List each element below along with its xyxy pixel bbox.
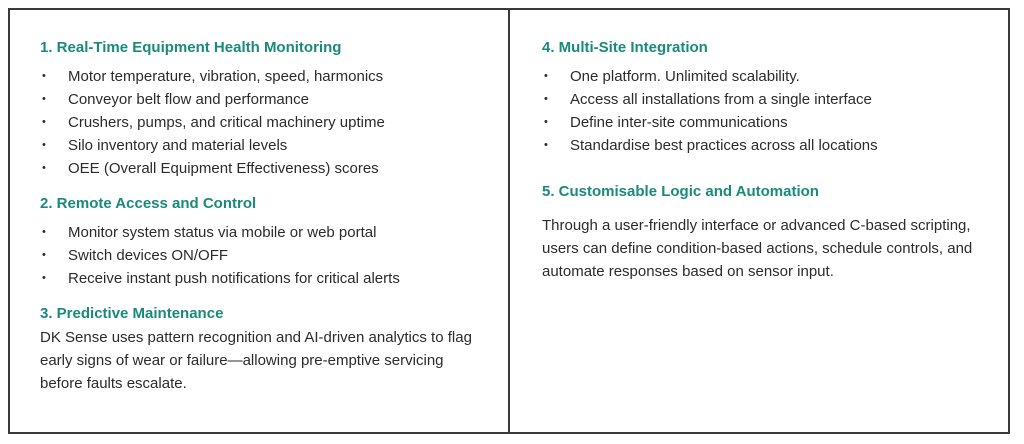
health-monitoring-list: Motor temperature, vibration, speed, har… [40,65,508,180]
predictive-maintenance-text: DK Sense uses pattern recognition and AI… [40,329,472,392]
list-item: Motor temperature, vibration, speed, har… [40,65,508,88]
list-item: Crushers, pumps, and critical machinery … [40,111,508,134]
list-item: OEE (Overall Equipment Effectiveness) sc… [40,157,508,180]
list-item: Define inter-site communications [542,111,1008,134]
left-column: 1. Real-Time Equipment Health Monitoring… [10,10,510,432]
section-title-remote-access: 2. Remote Access and Control [40,195,257,212]
multi-site-list: One platform. Unlimited scalability. Acc… [542,65,1008,157]
list-item: Switch devices ON/OFF [40,244,508,267]
feature-table: 1. Real-Time Equipment Health Monitoring… [8,8,1010,434]
right-column: 4. Multi-Site Integration One platform. … [510,10,1008,432]
list-item: Conveyor belt flow and performance [40,88,508,111]
list-item: Access all installations from a single i… [542,88,1008,111]
list-item: One platform. Unlimited scalability. [542,65,1008,88]
list-item: Monitor system status via mobile or web … [40,221,508,244]
section-title-custom-logic: 5. Customisable Logic and Automation [542,183,819,200]
list-item: Silo inventory and material levels [40,134,508,157]
section-title-multi-site: 4. Multi-Site Integration [542,39,708,56]
custom-logic-text: Through a user-friendly interface or adv… [542,217,973,280]
remote-access-list: Monitor system status via mobile or web … [40,221,508,290]
section-title-predictive-maintenance: 3. Predictive Maintenance [40,305,224,322]
section-title-health-monitoring: 1. Real-Time Equipment Health Monitoring [40,39,342,56]
list-item: Standardise best practices across all lo… [542,134,1008,157]
list-item: Receive instant push notifications for c… [40,267,508,290]
